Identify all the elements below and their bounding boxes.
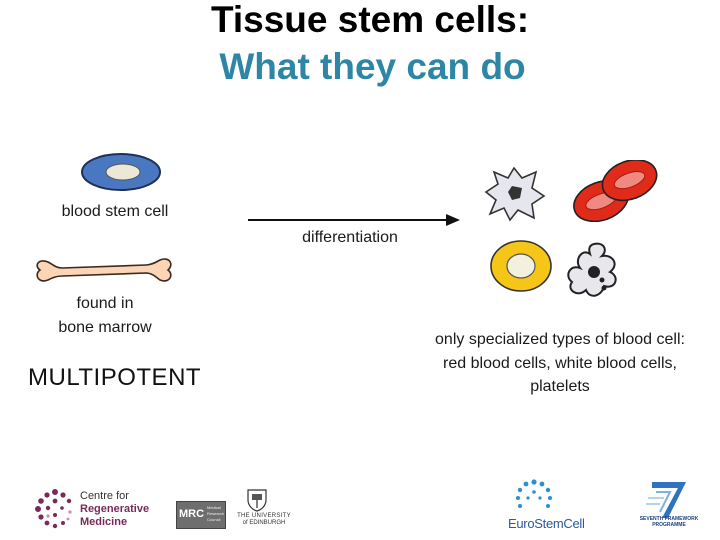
- crm-logo-icon: [35, 489, 72, 529]
- mrc-logo: MRC Medical Research Council: [176, 501, 226, 529]
- desc-line3: platelets: [530, 378, 590, 395]
- mrc-logo-abbr: MRC: [179, 508, 205, 520]
- slide-title: Tissue stem cells:: [210, 0, 530, 40]
- white-blood-cell-icon: [490, 240, 552, 292]
- edinburgh-line2: of EDINBURGH: [242, 520, 286, 526]
- location-line1: found in: [76, 295, 134, 312]
- fp7-logo-icon: [646, 482, 686, 518]
- slide-subtitle: What they can do: [219, 46, 526, 87]
- red-blood-cells-icon: [573, 160, 658, 222]
- platelet-icon: [484, 166, 546, 222]
- crm-logo-line3: Medicine: [80, 516, 128, 528]
- bone-icon: [36, 258, 172, 282]
- mrc-logo-small1: Medical: [207, 505, 221, 510]
- location-line2: bone marrow: [58, 319, 152, 336]
- arrow-icon: [248, 214, 460, 226]
- potency-label: MULTIPOTENT: [28, 364, 202, 391]
- desc-line2: red blood cells, white blood cells,: [443, 355, 677, 372]
- crm-logo-line2: Regenerative: [80, 503, 150, 515]
- fp7-line1: SEVENTH FRAMEWORK: [639, 516, 699, 522]
- stem-cell-icon: [81, 153, 161, 191]
- mrc-logo-small2: Research: [207, 511, 225, 516]
- fp7-line2: PROGRAMME: [652, 522, 686, 528]
- edinburgh-crest-icon: [247, 489, 267, 512]
- edinburgh-line1: THE UNIVERSITY: [237, 513, 291, 519]
- stem-cell-label: blood stem cell: [61, 203, 169, 220]
- macrophage-icon: [567, 242, 617, 297]
- crm-logo-line1: Centre for: [80, 490, 129, 502]
- mrc-logo-small3: Council: [207, 517, 221, 522]
- eurostemcell-logo-text: EuroStemCell: [508, 516, 585, 531]
- eurostemcell-logo-icon: [516, 479, 552, 508]
- desc-line1: only specialized types of blood cell:: [435, 331, 685, 348]
- arrow-label: differentiation: [302, 229, 398, 246]
